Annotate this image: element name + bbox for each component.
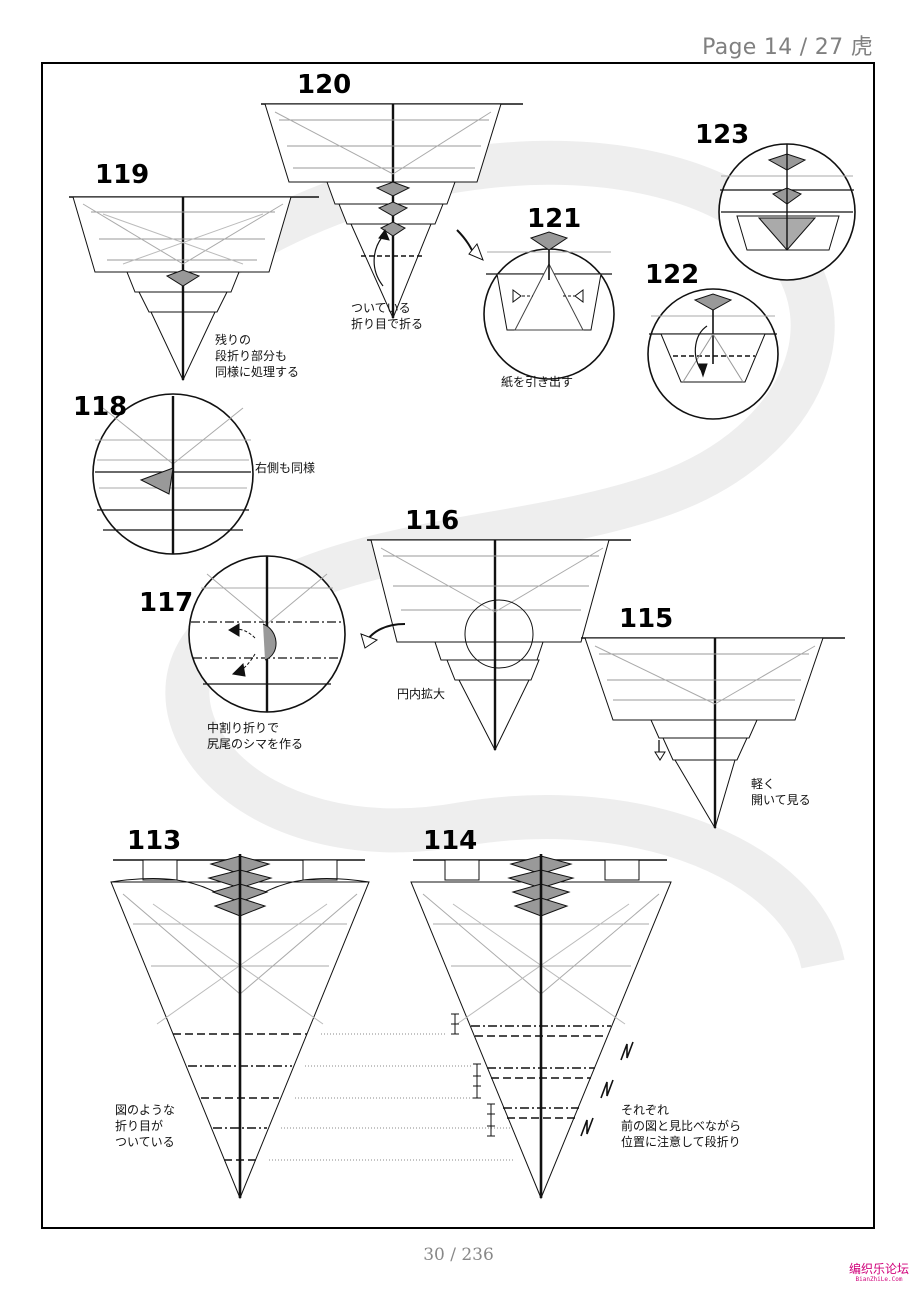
step-115-diagram xyxy=(581,637,845,830)
note-step-116: 円内拡大 xyxy=(397,687,446,701)
step-number-115: 115 xyxy=(619,604,674,634)
step-116-diagram xyxy=(367,539,631,752)
origami-diagram-sheet xyxy=(69,103,856,1200)
step-number-122: 122 xyxy=(645,260,700,290)
step-number-118: 118 xyxy=(73,392,128,422)
pleat-mark-1 xyxy=(620,1041,634,1061)
step-number-121: 121 xyxy=(527,204,582,234)
pleat-mark-2 xyxy=(600,1079,614,1099)
step-117-diagram xyxy=(188,555,346,713)
step-number-119: 119 xyxy=(95,160,150,190)
page-count-footer: 30 / 236 xyxy=(423,1245,494,1265)
site-watermark: 编织乐论坛 BianZhiLe.Com xyxy=(849,1263,909,1284)
arrow-120-to-121-head xyxy=(468,243,484,261)
step-number-117: 117 xyxy=(139,588,194,618)
step-121-diagram xyxy=(483,231,615,380)
step-113-diagram xyxy=(110,854,513,1200)
note-step-117: 中割り折りで 尻尾のシマを作る xyxy=(207,721,304,751)
page-header-label: Page 14 / 27 虎 xyxy=(702,35,873,60)
step-118-diagram xyxy=(92,393,254,555)
note-step-115: 軽く 開いて見る xyxy=(751,777,811,807)
diagram-frame: 119 120 121 122 123 118 116 117 115 113 … xyxy=(41,62,875,1229)
step-114-diagram xyxy=(410,854,672,1200)
step-number-123: 123 xyxy=(695,120,750,150)
arrow-116-to-117-head xyxy=(360,633,379,649)
note-step-113: 図のような 折り目が ついている xyxy=(115,1103,176,1149)
note-step-120: ついている 折り目で折る xyxy=(351,301,424,331)
watermark-sub-text: BianZhiLe.Com xyxy=(855,1276,903,1283)
note-step-121: 紙を引き出す xyxy=(501,375,574,389)
zoom-circle xyxy=(464,599,534,669)
step-119-diagram xyxy=(69,196,319,382)
step-number-114: 114 xyxy=(423,826,478,856)
step-number-120: 120 xyxy=(297,70,352,100)
step-number-113: 113 xyxy=(127,826,182,856)
watermark-main-text: 编织乐论坛 xyxy=(848,1262,909,1276)
step-123-diagram xyxy=(718,143,856,281)
step-120-diagram xyxy=(261,103,523,320)
step-122-diagram xyxy=(647,288,779,420)
step-number-116: 116 xyxy=(405,506,460,536)
note-step-119: 残りの 段折り部分も 同様に処理する xyxy=(215,333,300,379)
pleat-mark-3 xyxy=(580,1117,594,1137)
note-step-118: 右側も同様 xyxy=(255,461,316,475)
note-step-114: それぞれ 前の図と見比べながら 位置に注意して段折り xyxy=(621,1103,742,1149)
